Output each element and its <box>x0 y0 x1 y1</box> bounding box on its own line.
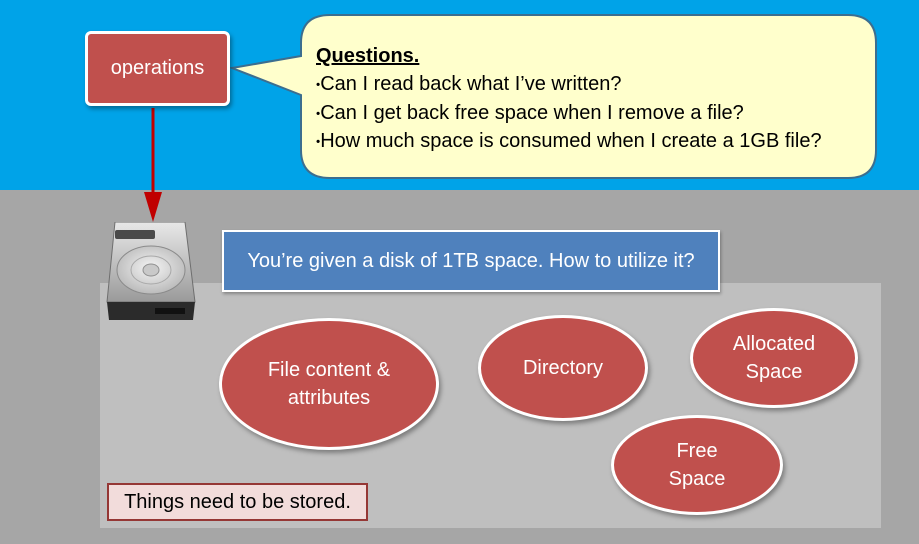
callout-line: •Can I read back what I’ve written? <box>316 70 866 99</box>
callout-line-text: Can I read back what I’ve written? <box>320 73 622 95</box>
callout-line-text: Can I get back free space when I remove … <box>320 101 744 124</box>
node-label: Free Space <box>668 440 726 490</box>
file-content-node: File content & attributes <box>219 318 439 450</box>
directory-node: Directory <box>478 315 648 421</box>
operations-box: operations <box>85 31 230 106</box>
operations-label: operations <box>110 57 205 79</box>
note-text: Things need to be stored. <box>124 490 351 513</box>
callout-line: •How much space is consumed when I creat… <box>316 127 866 156</box>
bullet-icon: • <box>316 106 321 121</box>
callout-line-text: How much space is consumed when I create… <box>320 130 822 153</box>
stored-things-note: Things need to be stored. <box>107 483 368 521</box>
questions-callout: Questions. •Can I read back what I’ve wr… <box>316 42 866 156</box>
callout-bubble <box>228 14 877 179</box>
disk-question-banner: You’re given a disk of 1TB space. How to… <box>222 230 720 292</box>
banner-text: You’re given a disk of 1TB space. How to… <box>247 249 695 272</box>
node-label: Allocated Space <box>732 333 816 383</box>
allocated-space-node: Allocated Space <box>690 308 858 408</box>
bullet-icon: • <box>316 135 321 150</box>
callout-title: Questions. <box>316 45 420 67</box>
node-label: File content & attributes <box>267 359 391 409</box>
free-space-node: Free Space <box>611 415 783 515</box>
callout-line: •Can I get back free space when I remove… <box>316 99 866 128</box>
bullet-icon: • <box>316 77 321 92</box>
hard-disk-icon <box>106 222 196 320</box>
node-label: Directory <box>522 357 603 379</box>
